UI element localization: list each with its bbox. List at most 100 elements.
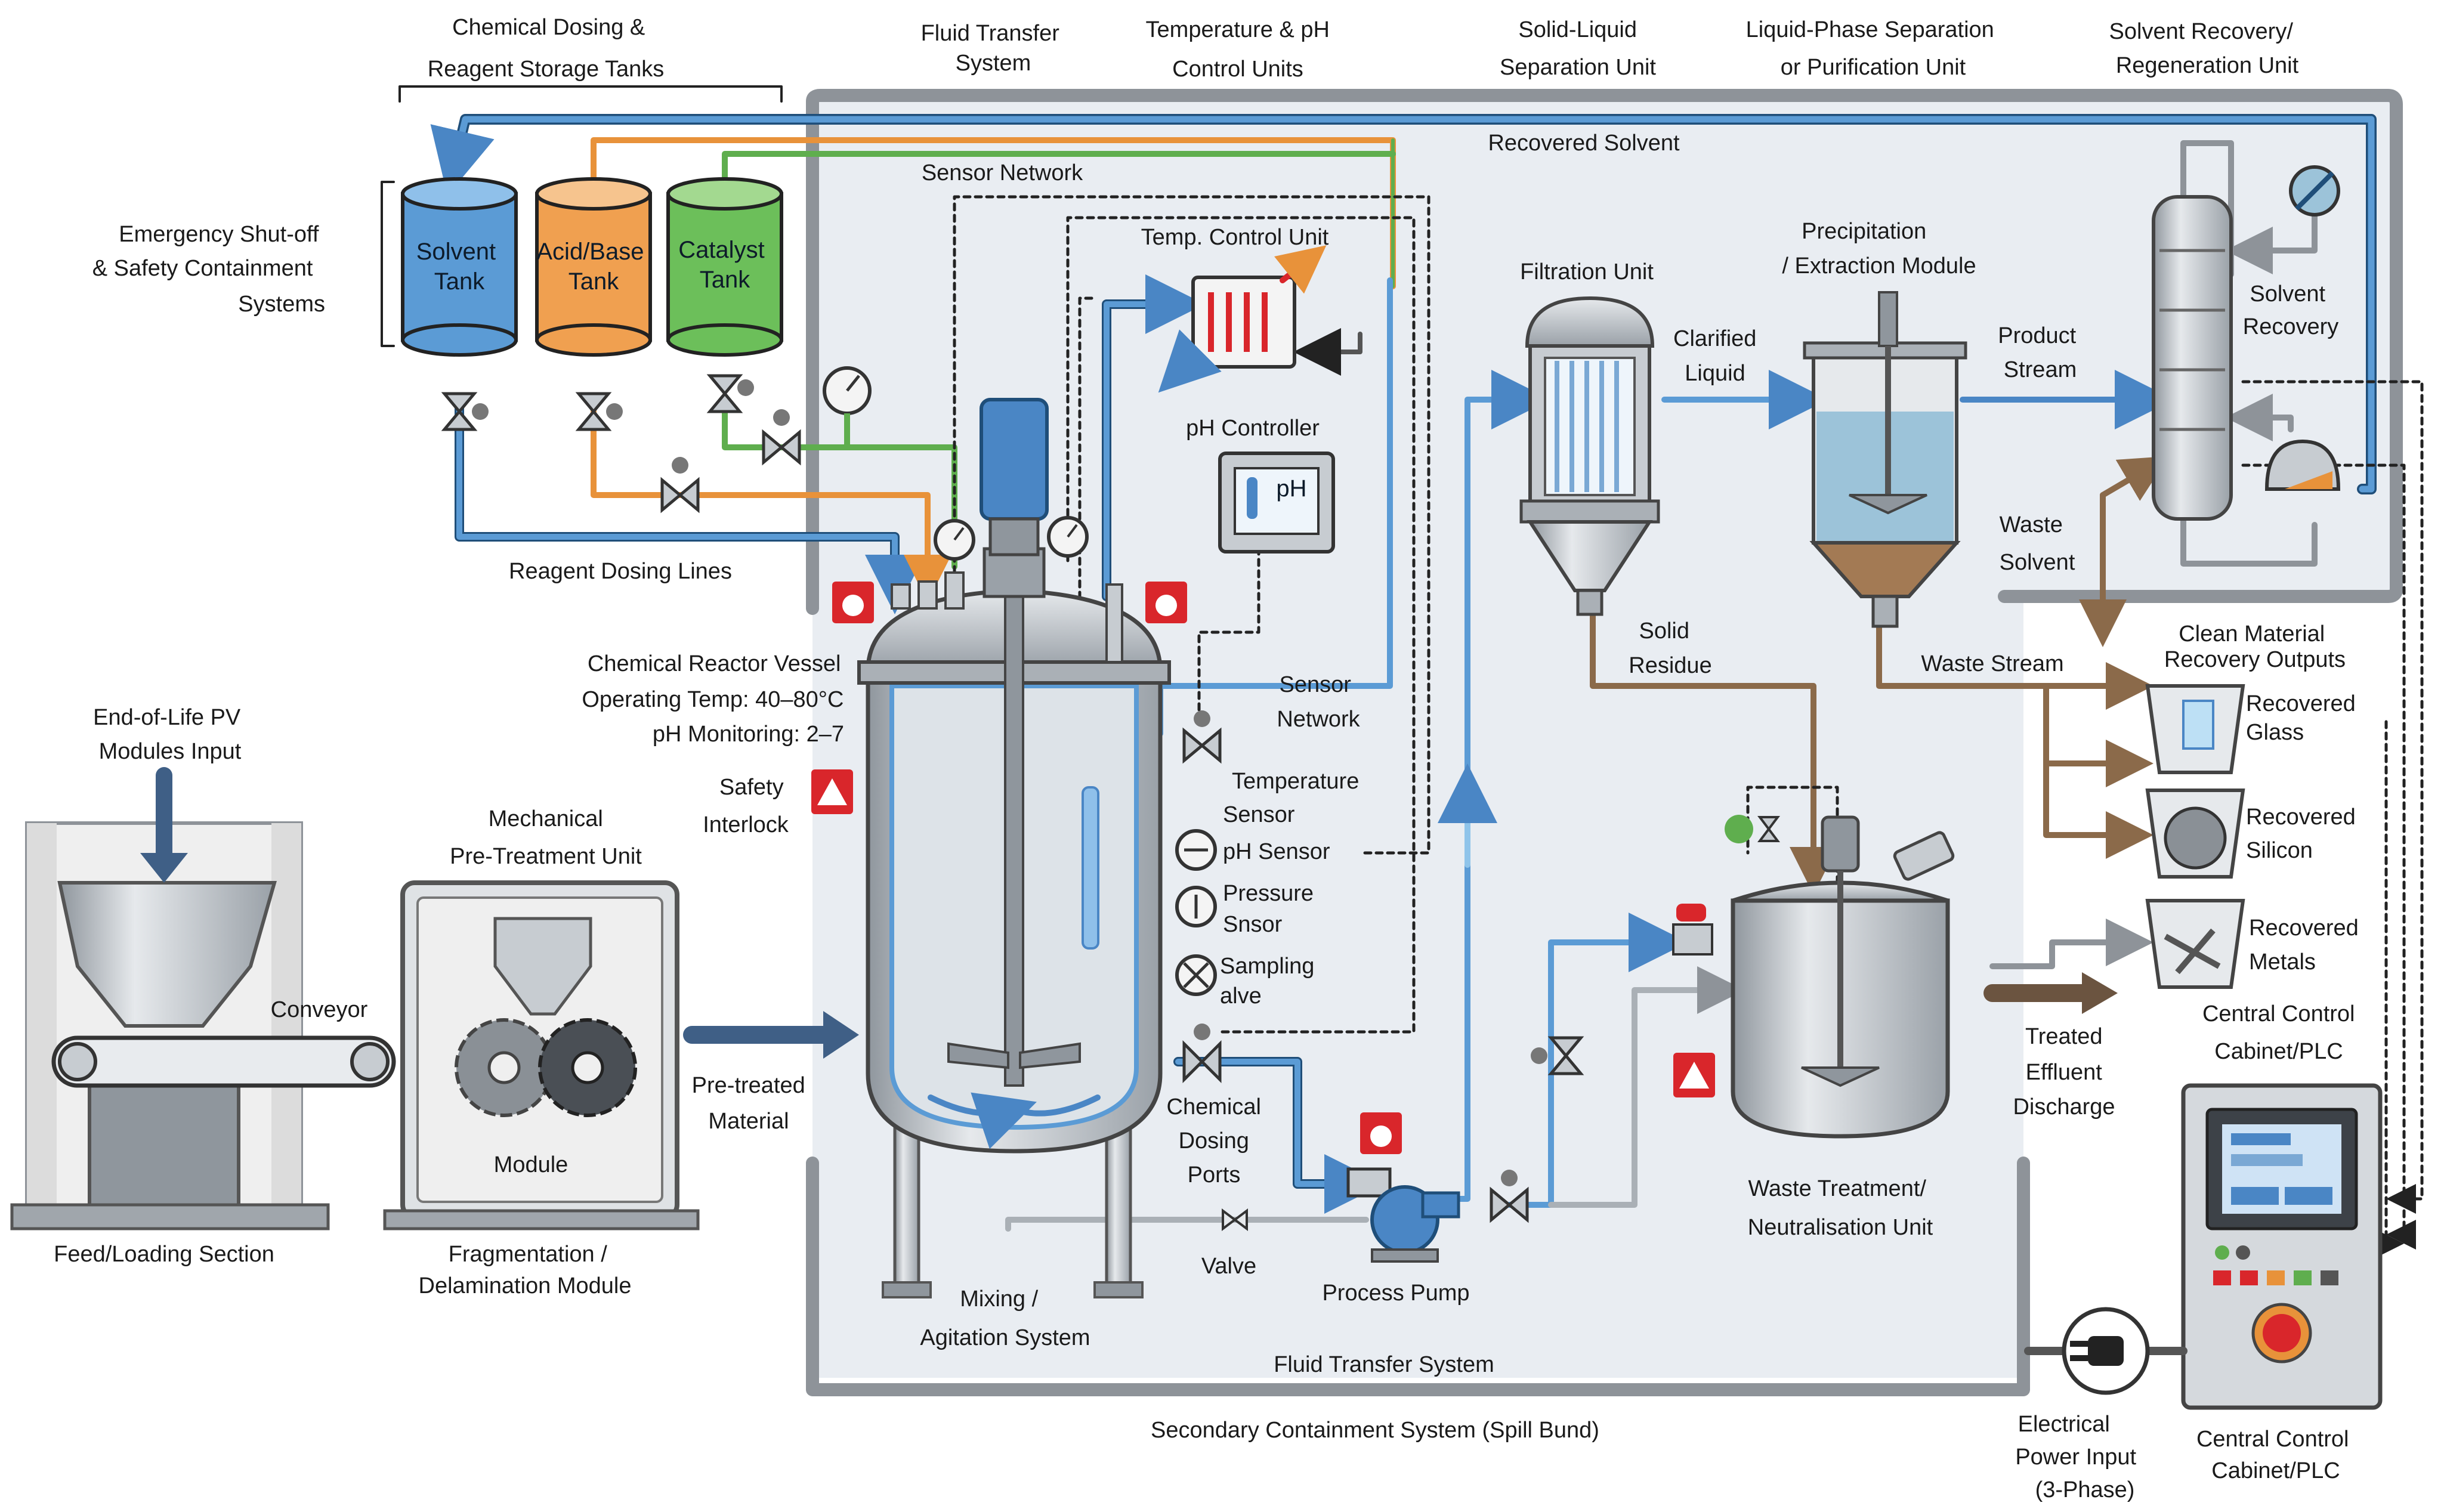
sensor-network-line-2 — [1066, 216, 1416, 1034]
label-filtration-unit: Filtration Unit — [1520, 259, 1654, 285]
label-solid-liquid-unit: Solid-Liquid Separation Unit — [1500, 17, 1656, 80]
label-clarified-liquid: Clarified Liquid — [1673, 326, 1763, 386]
motor-icon — [1821, 815, 1860, 873]
temp-signal-line — [1078, 296, 1093, 616]
emergency-bracket — [381, 181, 395, 347]
label-valve: Valve — [1201, 1254, 1256, 1279]
valve-icon[interactable] — [660, 457, 700, 514]
label-recovered-metals: Recovered Metals — [2249, 916, 2365, 975]
label-electrical-power: Electrical Power Input (3-Phase) — [2015, 1412, 2142, 1502]
reactor-outlet-pipe — [1175, 1059, 1384, 1214]
condenser-loop — [2225, 212, 2318, 274]
heat-exchanger-icon — [1158, 245, 1327, 393]
label-waste-solvent: Waste Solvent — [2000, 512, 2075, 575]
label-central-control-top: Central Control Cabinet/PLC — [2202, 1001, 2361, 1064]
label-feed-loading: Feed/Loading Section — [54, 1242, 274, 1267]
label-solid-residue: Solid Residue — [1629, 619, 1711, 678]
label-precipitation: Precipitation / Extraction Module — [1782, 219, 1976, 279]
valve-icon[interactable] — [1222, 1208, 1248, 1231]
acid-base-tank — [535, 177, 652, 357]
tanks-bracket — [398, 85, 783, 103]
conveyor-belt — [51, 1035, 396, 1088]
safety-interlock-icon — [811, 769, 853, 814]
label-treated-effluent: Treated Effluent Discharge — [2013, 1024, 2115, 1120]
label-end-of-life: End-of-Life PV Modules Input — [93, 705, 247, 764]
label-module: Module — [494, 1152, 569, 1177]
valve-icon[interactable] — [1490, 1170, 1529, 1223]
solvent-dosing-line — [456, 403, 925, 614]
recovered-solvent-pipe — [430, 116, 2375, 493]
label-solvent-recovery: Solvent Recovery — [2243, 282, 2339, 339]
emergency-stop-icon[interactable] — [832, 582, 874, 623]
catalyst-tank — [666, 177, 783, 357]
gear-icon — [455, 1018, 554, 1117]
label-sampling-valve: Sampling alve — [1220, 954, 1321, 1009]
safety-interlock-icon — [1673, 1053, 1715, 1097]
sampling-valve-icon[interactable] — [1175, 954, 1217, 996]
ph-probe-icon — [1247, 477, 1258, 519]
label-waste-stream: Waste Stream — [1921, 651, 2063, 676]
label-sensor-network-side: Sensor Network — [1277, 672, 1360, 732]
temp-loop-in — [1104, 274, 1205, 599]
dosing-port — [917, 580, 938, 610]
catalyst-dosing-line — [722, 403, 957, 570]
pretreated-arrowhead — [823, 1011, 859, 1059]
valve-icon[interactable] — [1182, 1024, 1222, 1084]
valve-icon — [1672, 904, 1713, 956]
condenser-icon — [2289, 165, 2340, 217]
waste-to-glass-pipe — [2043, 683, 2154, 787]
label-mixing: Mixing / Agitation System — [920, 1287, 1090, 1350]
label-secondary-containment: Secondary Containment System (Spill Bund… — [1151, 1418, 1599, 1443]
label-clean-outputs: Clean Material Recovery Outputs — [2164, 622, 2346, 672]
acid-dosing-line — [591, 403, 951, 602]
label-safety-interlock: Safety Interlock — [703, 775, 790, 837]
pump-icon[interactable] — [1346, 1167, 1460, 1263]
precipitation-module — [1803, 291, 1967, 628]
label-mechanical-pretreatment: Mechanical Pre-Treatment Unit — [450, 806, 642, 869]
temperature-sensor-icon — [1175, 829, 1217, 871]
label-central-control-bottom: Central Control Cabinet/PLC — [2196, 1427, 2355, 1483]
label-conveyor: Conveyor — [271, 997, 368, 1022]
ph-sensor-icon — [1175, 886, 1217, 927]
containment-wall-lower — [806, 1157, 2030, 1396]
label-chemical-dosing: Chemical Dosing & Reagent Storage Tanks — [428, 15, 664, 82]
label-sensor-network-top: Sensor Network — [922, 160, 1083, 185]
label-chemical-dosing-ports: Chemical Dosing Ports — [1167, 1094, 1268, 1188]
dosing-port — [944, 571, 965, 610]
valve-icon[interactable] — [762, 409, 801, 466]
valve-icon[interactable] — [441, 392, 489, 431]
sensor-network-line-1 — [953, 195, 1430, 855]
label-ph-controller: pH Controller — [1186, 416, 1320, 441]
label-product-stream: Product Stream — [1998, 323, 2083, 382]
plc-link-1 — [2241, 380, 2424, 1214]
solid-residue-pipe — [1590, 611, 1837, 895]
valve-icon[interactable] — [575, 392, 623, 431]
treated-effluent-arrowhead — [2082, 972, 2118, 1014]
emergency-stop-icon[interactable] — [1360, 1112, 1402, 1154]
valve-icon[interactable] — [706, 374, 754, 413]
label-recovered-solvent: Recovered Solvent — [1488, 131, 1680, 156]
label-ph-sensor: pH Sensor — [1223, 839, 1330, 864]
pressure-gauge-icon — [1047, 516, 1089, 558]
containment-wall-upper — [806, 89, 2403, 615]
label-recovered-glass: Recovered Glass — [2246, 691, 2362, 745]
emergency-stop-icon[interactable] — [1145, 582, 1187, 623]
reactor-vessel — [857, 524, 1171, 1298]
label-emergency: Emergency Shut-off & Safety Containment … — [92, 222, 325, 317]
valve-icon[interactable] — [1182, 710, 1222, 764]
recovered-glass-bin — [2145, 684, 2245, 774]
ph-controller[interactable] — [1218, 452, 1335, 554]
valve-icon[interactable] — [1531, 1036, 1584, 1075]
central-control-cabinet[interactable] — [2181, 1083, 2383, 1410]
reflux-loop — [2180, 140, 2234, 277]
pressure-gauge-icon — [934, 519, 975, 561]
recovered-silicon-bin — [2145, 789, 2245, 879]
catalyst-top-line — [722, 151, 1396, 182]
waste-to-silicon-pipe — [2043, 683, 2154, 859]
label-process-pump: Process Pump — [1322, 1281, 1469, 1306]
gray-to-waste-pipe — [1548, 966, 1745, 1208]
label-pretreated: Pre-treated Material — [692, 1073, 812, 1134]
pressure-gauge-icon — [823, 366, 872, 447]
label-ph-display: pH — [1276, 475, 1306, 502]
